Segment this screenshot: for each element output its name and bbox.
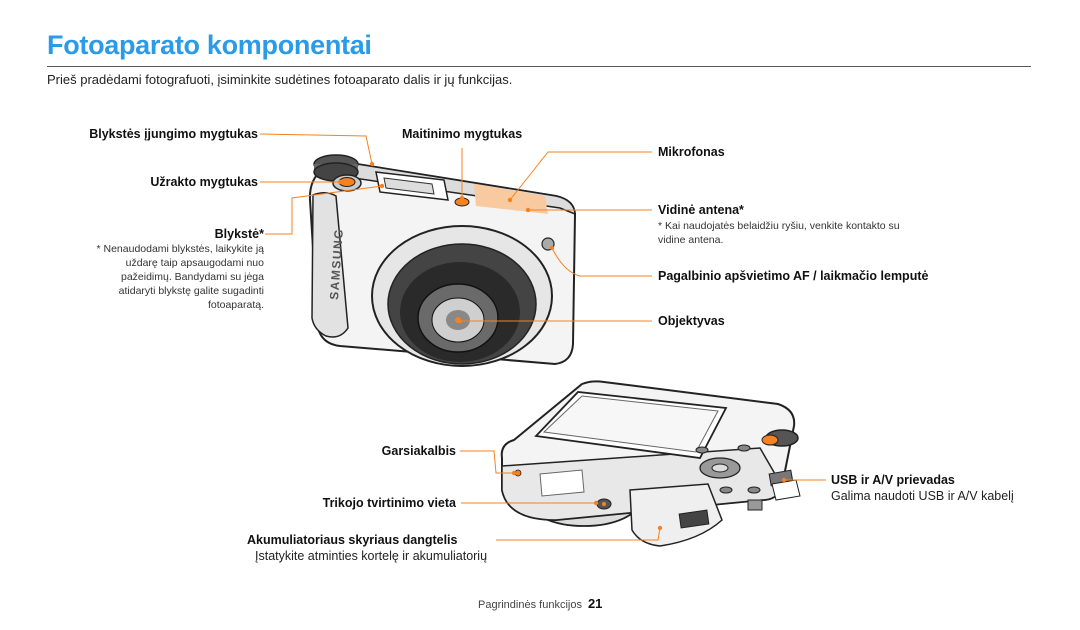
- flash-note: * Nenaudodami blykstės, laikykite ją užd…: [96, 243, 265, 311]
- intro-text: Prieš pradėdami fotografuoti, įsiminkite…: [47, 72, 513, 87]
- label-battery-cover: Akumuliatoriaus skyriaus dangtelis: [247, 533, 458, 547]
- label-mic: Mikrofonas: [658, 145, 725, 159]
- callout-flash: [265, 185, 383, 235]
- bottom-camera-illustration: [500, 380, 801, 547]
- callout-dots: [337, 161, 787, 531]
- label-af-lamp: Pagalbinio apšvietimo AF / laikmačio lem…: [658, 269, 929, 283]
- callout-af-lamp: [551, 247, 652, 277]
- antenna-note: * Kai naudojatės belaidžiu ryšiu, venkit…: [658, 220, 900, 246]
- page-footer: Pagrindinės funkcijos 21: [478, 596, 602, 611]
- label-flash-button: Blykstės įjungimo mygtukas: [89, 127, 258, 141]
- front-camera-illustration: SAMSUNG: [308, 154, 577, 367]
- label-antenna: Vidinė antena*: [658, 203, 744, 217]
- brand-logo: SAMSUNG: [327, 228, 346, 301]
- page-number: 21: [587, 596, 603, 611]
- footer-section: Pagrindinės funkcijos: [478, 599, 582, 611]
- label-flash: Blykstė*: [214, 227, 264, 241]
- callout-mic: [509, 151, 652, 201]
- callout-lines: [259, 133, 826, 541]
- label-lens: Objektyvas: [658, 314, 725, 328]
- battery-cover-description: Įstatykite atminties kortelę ir akumulia…: [255, 549, 488, 563]
- label-tripod: Trikojo tvirtinimo vieta: [322, 496, 456, 510]
- label-speaker: Garsiakalbis: [381, 444, 456, 458]
- callout-battery-cover: [496, 527, 661, 541]
- label-power: Maitinimo mygtukas: [402, 127, 523, 141]
- callout-speaker: [460, 450, 514, 474]
- label-shutter: Užrakto mygtukas: [150, 175, 258, 189]
- callout-flash-button: [259, 133, 373, 165]
- usb-description: Galima naudoti USB ir A/V kabelį: [831, 489, 1014, 503]
- title-divider: [47, 66, 1031, 67]
- page-title: Fotoaparato komponentai: [47, 30, 372, 60]
- label-usb: USB ir A/V prievadas: [831, 473, 955, 487]
